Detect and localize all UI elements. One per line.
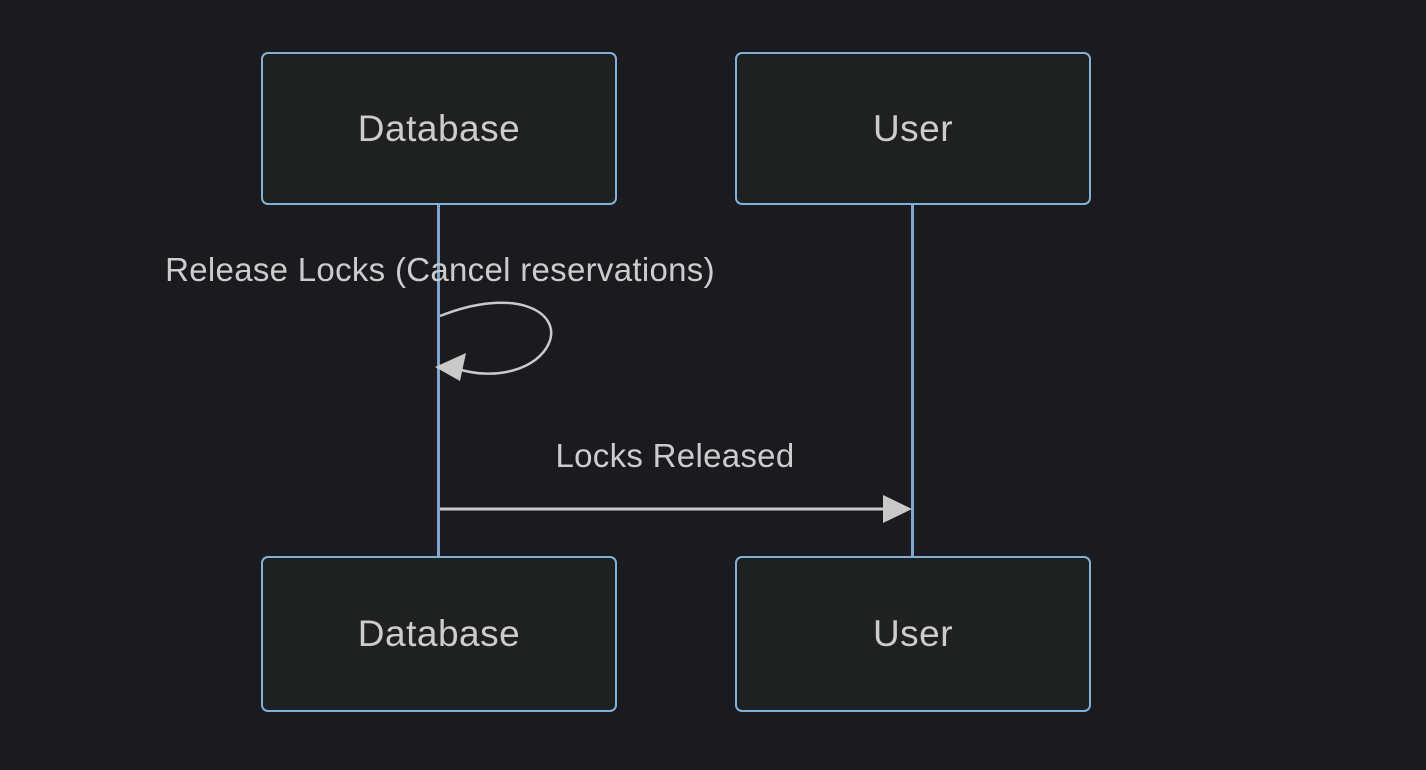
actor-label-user-bottom: User (872, 613, 954, 654)
actor-label-user-top: User (872, 107, 954, 149)
actor-label-database-top: Database (357, 107, 521, 149)
self-loop-arrowhead (435, 353, 466, 381)
actor-box-user-top: User (735, 52, 1091, 205)
message-arrowhead (883, 495, 912, 523)
actor-box-database-top: Database (261, 52, 617, 205)
actor-box-database-bottom: Database (261, 556, 617, 712)
self-loop-arc (439, 301, 553, 375)
actor-box-user-bottom: User (735, 556, 1091, 712)
message-label-release-locks: Release Locks (Cancel reservations) (165, 251, 715, 288)
message-label-locks-released: Locks Released (555, 437, 795, 474)
actor-label-database-bottom: Database (357, 613, 521, 654)
